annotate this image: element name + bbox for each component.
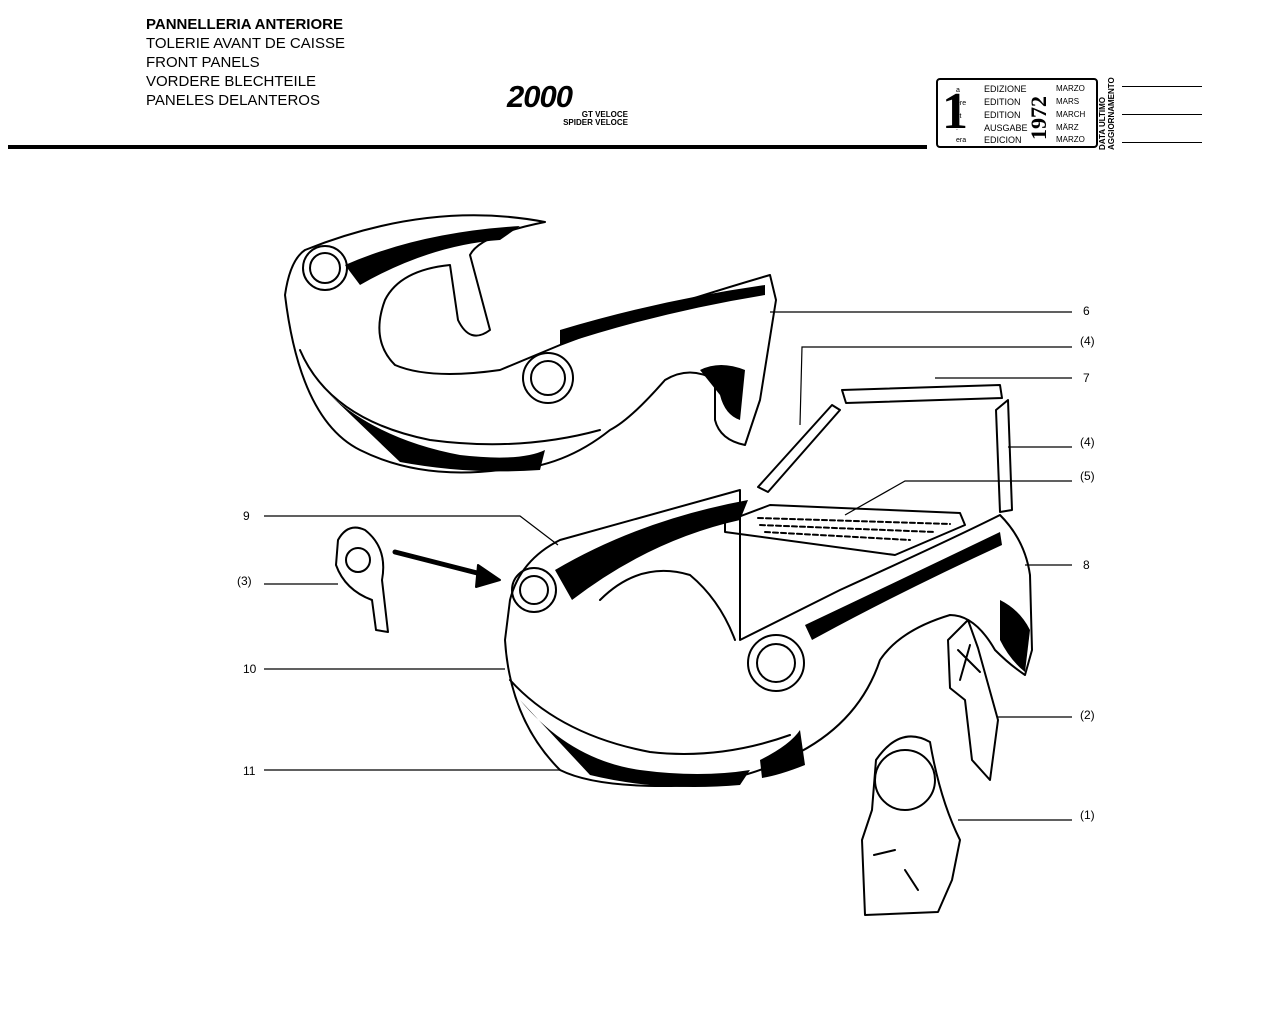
- title-block: PANNELLERIA ANTERIORE TOLERIE AVANT DE C…: [146, 15, 345, 110]
- edition-month: MARS: [1056, 97, 1080, 106]
- arrow-head: [475, 564, 501, 588]
- title-en: FRONT PANELS: [146, 54, 260, 71]
- logo-main: 2000: [507, 79, 573, 114]
- edition-word: EDITION: [984, 110, 1021, 120]
- edition-number: 1: [942, 83, 968, 140]
- edition-suffix: a: [956, 87, 960, 94]
- model-logo: 2000 GT VELOCE SPIDER VELOCE: [507, 79, 632, 130]
- inner-panel-1: [861, 735, 961, 916]
- front-panel-assembly-upper: [284, 214, 777, 474]
- callout-5: (5): [1080, 469, 1095, 483]
- logo-spider-veloce: SPIDER VELOCE: [563, 118, 628, 127]
- callout-3: (3): [237, 574, 252, 588]
- title-fr: TOLERIE AVANT DE CAISSE: [146, 35, 345, 52]
- edition-month: MARCH: [1056, 110, 1086, 119]
- edition-suffix: .: [956, 125, 958, 132]
- edition-month: MARZO: [1056, 135, 1085, 144]
- edition-word: EDITION: [984, 97, 1021, 107]
- title-it: PANNELLERIA ANTERIORE: [146, 16, 343, 33]
- edition-word: EDICION: [984, 135, 1022, 145]
- callout-4b: (4): [1080, 435, 1095, 449]
- front-panel-assembly-lower: [504, 489, 1033, 788]
- callout-4a: (4): [1080, 334, 1095, 348]
- header-rule: [8, 145, 927, 149]
- edition-suffix: era: [956, 137, 967, 144]
- callout-2: (2): [1080, 708, 1095, 722]
- edition-month: MÄRZ: [1056, 123, 1079, 132]
- edition-word: AUSGABE: [984, 123, 1028, 133]
- edition-word: EDIZIONE: [984, 84, 1027, 94]
- callout-9: 9: [243, 509, 250, 523]
- edition-month: MARZO: [1056, 84, 1085, 93]
- update-line: [1122, 114, 1202, 115]
- update-line: [1122, 86, 1202, 87]
- callout-7: 7: [1083, 371, 1090, 385]
- update-line: [1122, 142, 1202, 143]
- edition-suffix: st: [956, 113, 962, 120]
- inner-panel-2: [947, 619, 999, 781]
- callout-10: 10: [243, 662, 257, 676]
- title-de: VORDERE BLECHTEILE: [146, 73, 317, 90]
- leader-lines: [264, 311, 1072, 821]
- callout-11: 11: [243, 764, 256, 778]
- cowl-panel: [724, 504, 966, 556]
- edition-box: 1 a ere st . era EDIZIONE EDITION EDITIO…: [936, 78, 1098, 148]
- edition-suffix: ere: [956, 100, 967, 107]
- windscreen-frame: [757, 384, 1013, 513]
- headlight-bracket: [335, 526, 389, 633]
- callout-6: 6: [1083, 304, 1090, 318]
- title-es: PANELES DELANTEROS: [146, 92, 320, 109]
- pointer-arrow: [392, 549, 488, 578]
- callout-1: (1): [1080, 808, 1095, 822]
- logo-gt-veloce: GT VELOCE: [581, 110, 628, 119]
- callout-8: 8: [1083, 558, 1090, 572]
